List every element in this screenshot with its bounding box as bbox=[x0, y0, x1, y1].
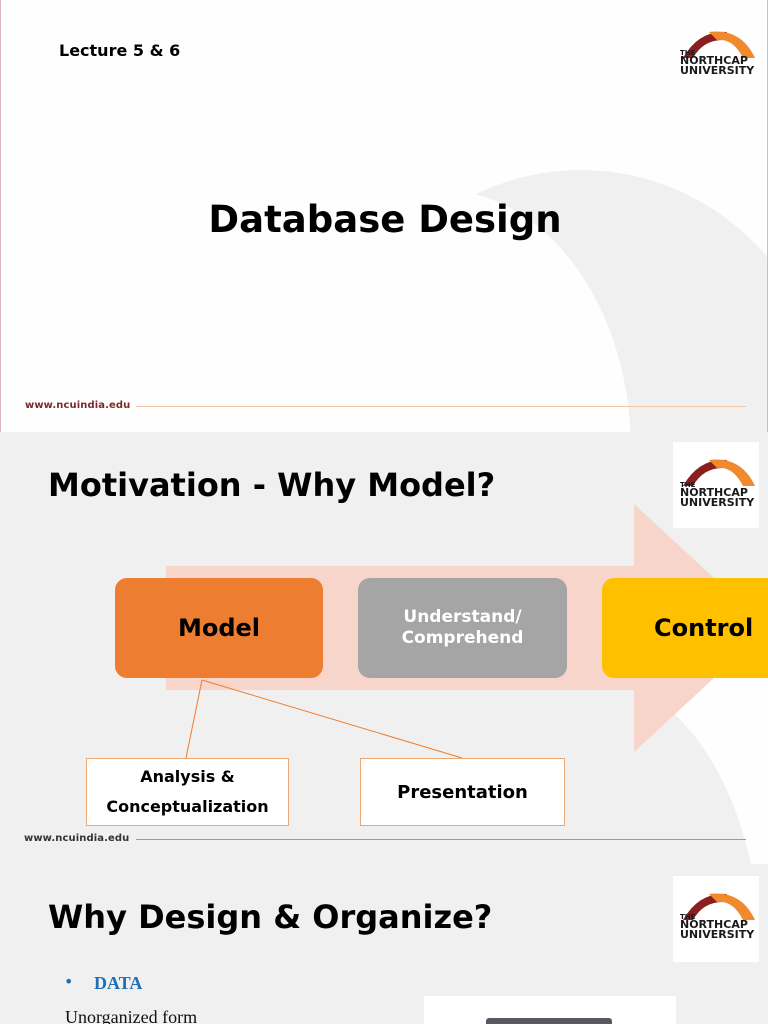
sub-item-presentation[interactable]: Presentation bbox=[360, 758, 565, 826]
arch-icon bbox=[683, 459, 755, 486]
university-logo: THE NORTHCAP UNIVERSITY bbox=[673, 14, 759, 100]
slide-motivation: Motivation - Why Model? THE NORTHCAP UNI… bbox=[0, 432, 768, 864]
bullet-data: DATA bbox=[94, 973, 143, 993]
footer-url[interactable]: www.ncuindia.edu bbox=[25, 400, 131, 411]
footer-divider bbox=[136, 839, 746, 840]
university-logo: THE NORTHCAP UNIVERSITY bbox=[673, 876, 759, 962]
slide-title: Lecture 5 & 6 THE NORTHCAP UNIVERSITY Da… bbox=[0, 0, 768, 432]
arch-icon bbox=[683, 31, 755, 58]
arch-icon bbox=[683, 893, 755, 920]
slide-title-text: Motivation - Why Model? bbox=[48, 466, 496, 504]
connector-lines bbox=[185, 679, 463, 759]
sub-item-analysis[interactable]: Analysis & Conceptualization bbox=[86, 758, 289, 826]
flow-step-control[interactable]: Control bbox=[602, 578, 768, 678]
footer-url[interactable]: www.ncuindia.edu bbox=[24, 833, 130, 844]
slide-why-design: Why Design & Organize? THE NORTHCAP UNIV… bbox=[0, 864, 768, 1024]
slide-title-text: Database Design bbox=[208, 198, 562, 241]
table-graphic bbox=[486, 1018, 612, 1024]
university-logo: THE NORTHCAP UNIVERSITY bbox=[673, 442, 759, 528]
flow-step-understand[interactable]: Understand/ Comprehend bbox=[358, 578, 567, 678]
bullet-icon: • bbox=[64, 972, 74, 991]
lecture-label: Lecture 5 & 6 bbox=[59, 41, 181, 60]
body-text: Unorganized form bbox=[65, 1007, 198, 1024]
flow-step-model[interactable]: Model bbox=[115, 578, 323, 678]
footer-divider bbox=[136, 406, 746, 407]
illustration-image bbox=[424, 996, 676, 1024]
slide-title-text: Why Design & Organize? bbox=[48, 898, 493, 936]
